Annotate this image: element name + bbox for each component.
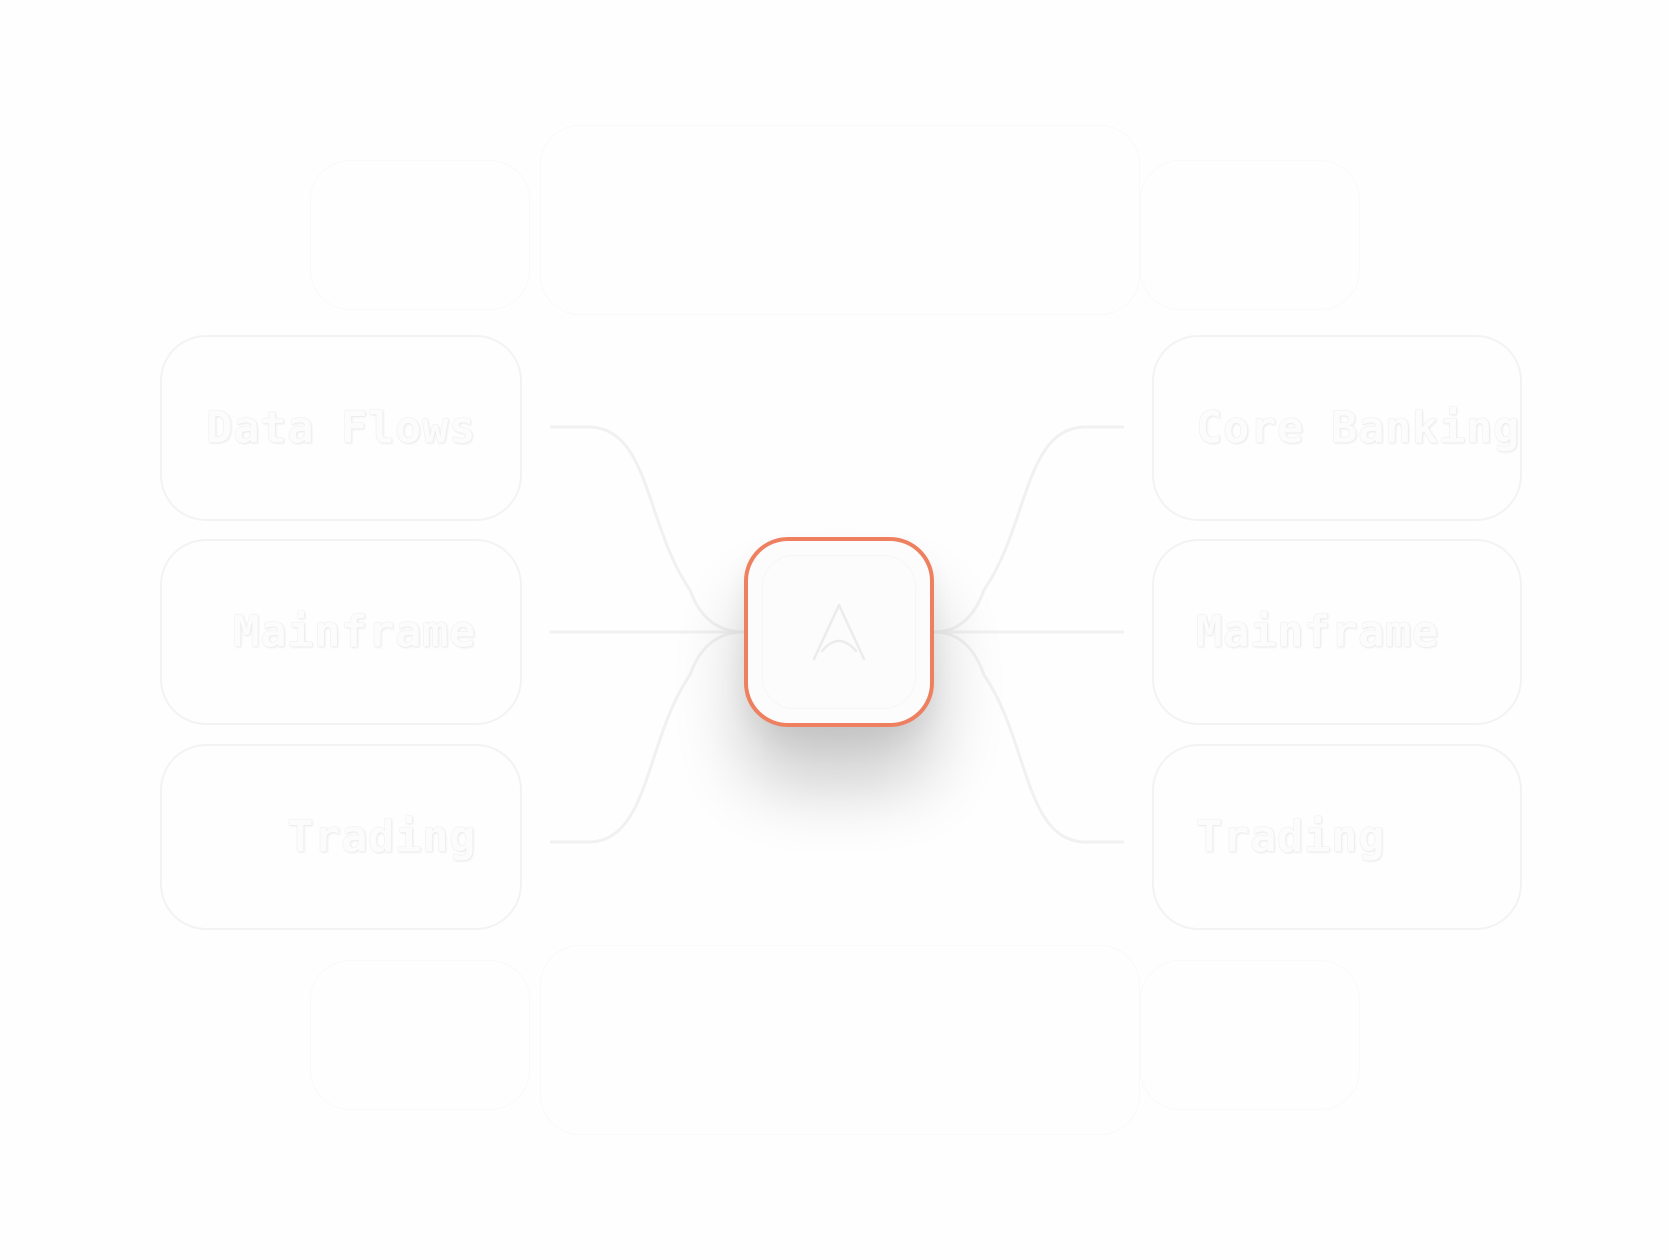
ghost-top	[540, 125, 1140, 315]
ghost-top-left	[310, 160, 530, 310]
node-label: Mainframe	[1196, 606, 1439, 658]
node-label: Core Banking	[1196, 402, 1520, 454]
ghost-top-right	[1140, 160, 1360, 310]
ghost-bottom	[540, 945, 1140, 1135]
node-label: Data Flows	[206, 402, 476, 454]
connector-left-top	[550, 425, 745, 634]
connector-left-bottom	[550, 630, 745, 844]
hub-inner-frame	[762, 555, 916, 709]
connector-right-bottom	[933, 630, 1124, 844]
ghost-bottom-right	[1140, 960, 1360, 1110]
ghost-bottom-left	[310, 960, 530, 1110]
node-mainframe-right[interactable]: Mainframe	[1152, 539, 1522, 725]
node-trading-left[interactable]: Trading	[160, 744, 522, 930]
node-trading-right[interactable]: Trading	[1152, 744, 1522, 930]
central-hub[interactable]	[744, 537, 934, 727]
node-label: Mainframe	[233, 606, 476, 658]
node-label: Trading	[1196, 811, 1385, 863]
logo-a-icon	[812, 603, 866, 661]
node-core-banking[interactable]: Core Banking	[1152, 335, 1522, 521]
connector-right-top	[933, 425, 1124, 634]
node-data-flows[interactable]: Data Flows	[160, 335, 522, 521]
node-label: Trading	[287, 811, 476, 863]
node-mainframe-left[interactable]: Mainframe	[160, 539, 522, 725]
